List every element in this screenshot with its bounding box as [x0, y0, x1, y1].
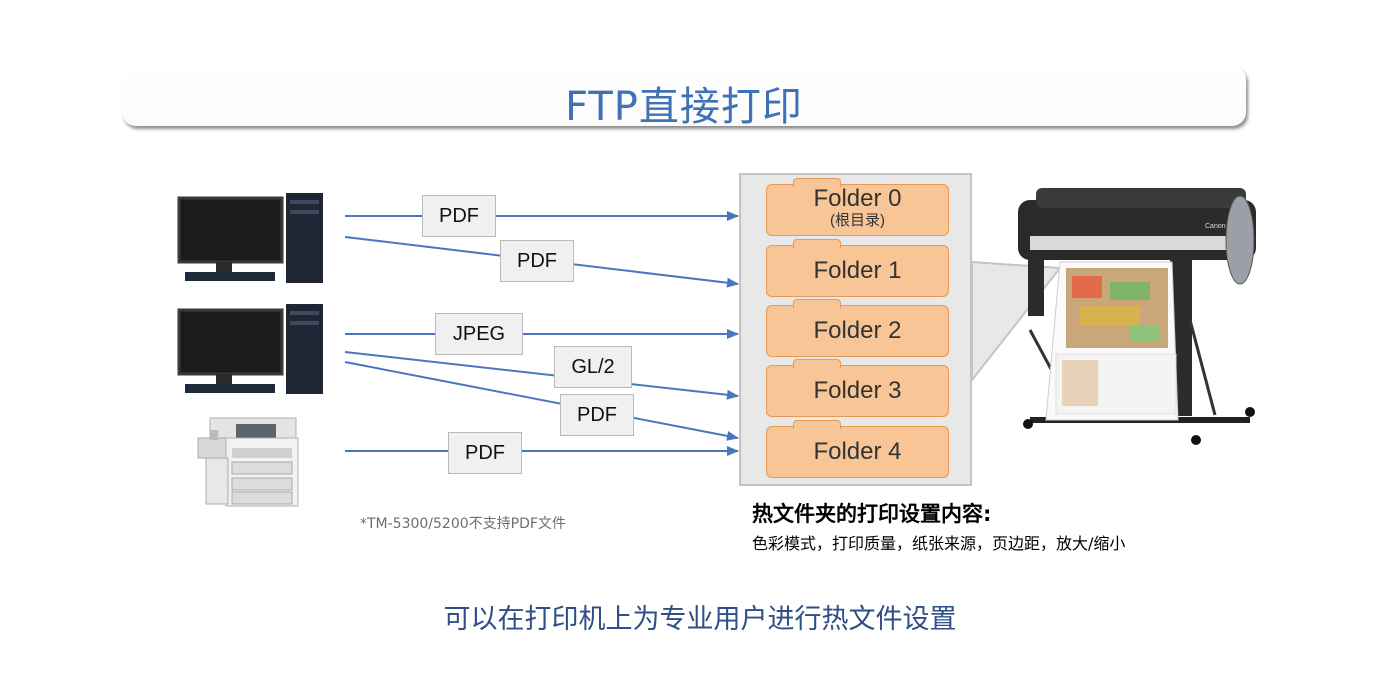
- folder-tab: [793, 239, 841, 248]
- label-pdf-1: PDF: [422, 195, 496, 237]
- folder-0-name: Folder 0: [813, 185, 902, 212]
- folder-0[interactable]: Folder 0 (根目录): [766, 178, 949, 236]
- folder-tab: [793, 420, 841, 429]
- folder-3-name: Folder 3: [813, 377, 902, 404]
- hot-folder-settings-title: 热文件夹的打印设置内容:: [752, 502, 992, 526]
- folder-tab: [793, 359, 841, 368]
- label-pdf-3: PDF: [560, 394, 634, 436]
- label-jpeg: JPEG: [435, 313, 523, 355]
- copier-icon: [197, 417, 299, 507]
- folder-4-name: Folder 4: [813, 438, 902, 465]
- page-title: FTP直接打印: [565, 84, 803, 130]
- folder-1[interactable]: Folder 1: [766, 239, 949, 297]
- folder-tab: [793, 178, 841, 187]
- bottom-caption: 可以在打印机上为专业用户进行热文件设置: [443, 604, 957, 635]
- arrow-pdf-3: [344, 361, 739, 441]
- label-gl2: GL/2: [554, 346, 632, 388]
- folder-4[interactable]: Folder 4: [766, 420, 949, 478]
- pdf-support-note: *TM-5300/5200不支持PDF文件: [360, 516, 566, 532]
- label-pdf-2: PDF: [500, 240, 574, 282]
- title-bar: FTP直接打印: [122, 66, 1246, 130]
- folder-0-sub: (根目录): [830, 212, 885, 229]
- folder-3[interactable]: Folder 3: [766, 359, 949, 417]
- printer-brand-text: Canon: [1205, 223, 1226, 230]
- folder-2-name: Folder 2: [813, 317, 902, 344]
- large-format-printer-icon: Canon: [1018, 188, 1256, 445]
- arrow-gl2: [344, 351, 739, 400]
- folder-1-name: Folder 1: [813, 257, 902, 284]
- computer-2-icon: [177, 304, 323, 394]
- hot-folder-settings-desc: 色彩模式，打印质量，纸张来源，页边距，放大/缩小: [752, 534, 1126, 553]
- arrows: [344, 211, 739, 456]
- folder-tab: [793, 299, 841, 308]
- label-pdf-4: PDF: [448, 432, 522, 474]
- folder-2[interactable]: Folder 2: [766, 299, 949, 357]
- computer-1-icon: [177, 193, 323, 283]
